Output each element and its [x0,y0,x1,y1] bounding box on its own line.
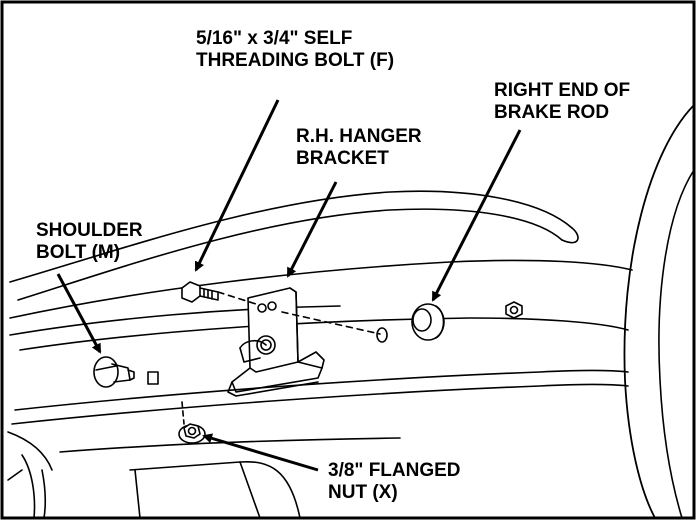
callout-self-threading-bolt: 5/16" x 3/4" SELF THREADING BOLT (F) [196,28,394,72]
frame-nut [505,301,523,319]
frame-face-bottom [14,369,629,411]
callout-line: BOLT (M) [36,242,121,263]
callout-shoulder-bolt: SHOULDER BOLT (M) [36,220,143,264]
alignment-dash-hole [281,311,381,335]
callout-line: BRAKE ROD [494,102,610,123]
callout-line: BRACKET [296,148,389,169]
shoulder-bolt [93,356,159,388]
callout-line: 5/16" x 3/4" SELF [196,28,353,49]
frame-top-edge [9,259,633,319]
frame-hole [376,327,388,343]
brake-rod-end [411,303,445,341]
brake-rod-upper [9,190,573,283]
alignment-dash-bolt [217,291,257,305]
callout-line: SHOULDER [36,220,143,241]
self-threading-bolt [181,281,219,303]
alignment-dash-nut [181,401,185,425]
leader-hanger-bracket [286,181,338,278]
callout-line: R.H. HANGER [296,126,422,147]
callout-line: 3/8" FLANGED [328,460,461,481]
wheel-arc [623,104,695,519]
callout-flanged-nut: 3/8" FLANGED NUT (X) [328,460,461,504]
callout-hanger-bracket: R.H. HANGER BRACKET [296,126,422,170]
leader-flanged-nut [202,433,319,472]
flanged-nut [178,423,206,444]
callout-right-end-brake-rod: RIGHT END OF BRAKE ROD [494,80,630,124]
frame-face-top [19,317,629,351]
leader-brake-rod [431,129,522,302]
leader-shoulder-bolt [56,273,102,354]
leader-self-threading-bolt [194,99,280,272]
callout-line: RIGHT END OF [494,80,631,101]
callout-line: NUT (X) [328,482,398,503]
hanger-bracket [227,287,325,397]
tractor-frame-drawing [7,104,695,519]
callout-line: THREADING BOLT (F) [196,50,395,71]
